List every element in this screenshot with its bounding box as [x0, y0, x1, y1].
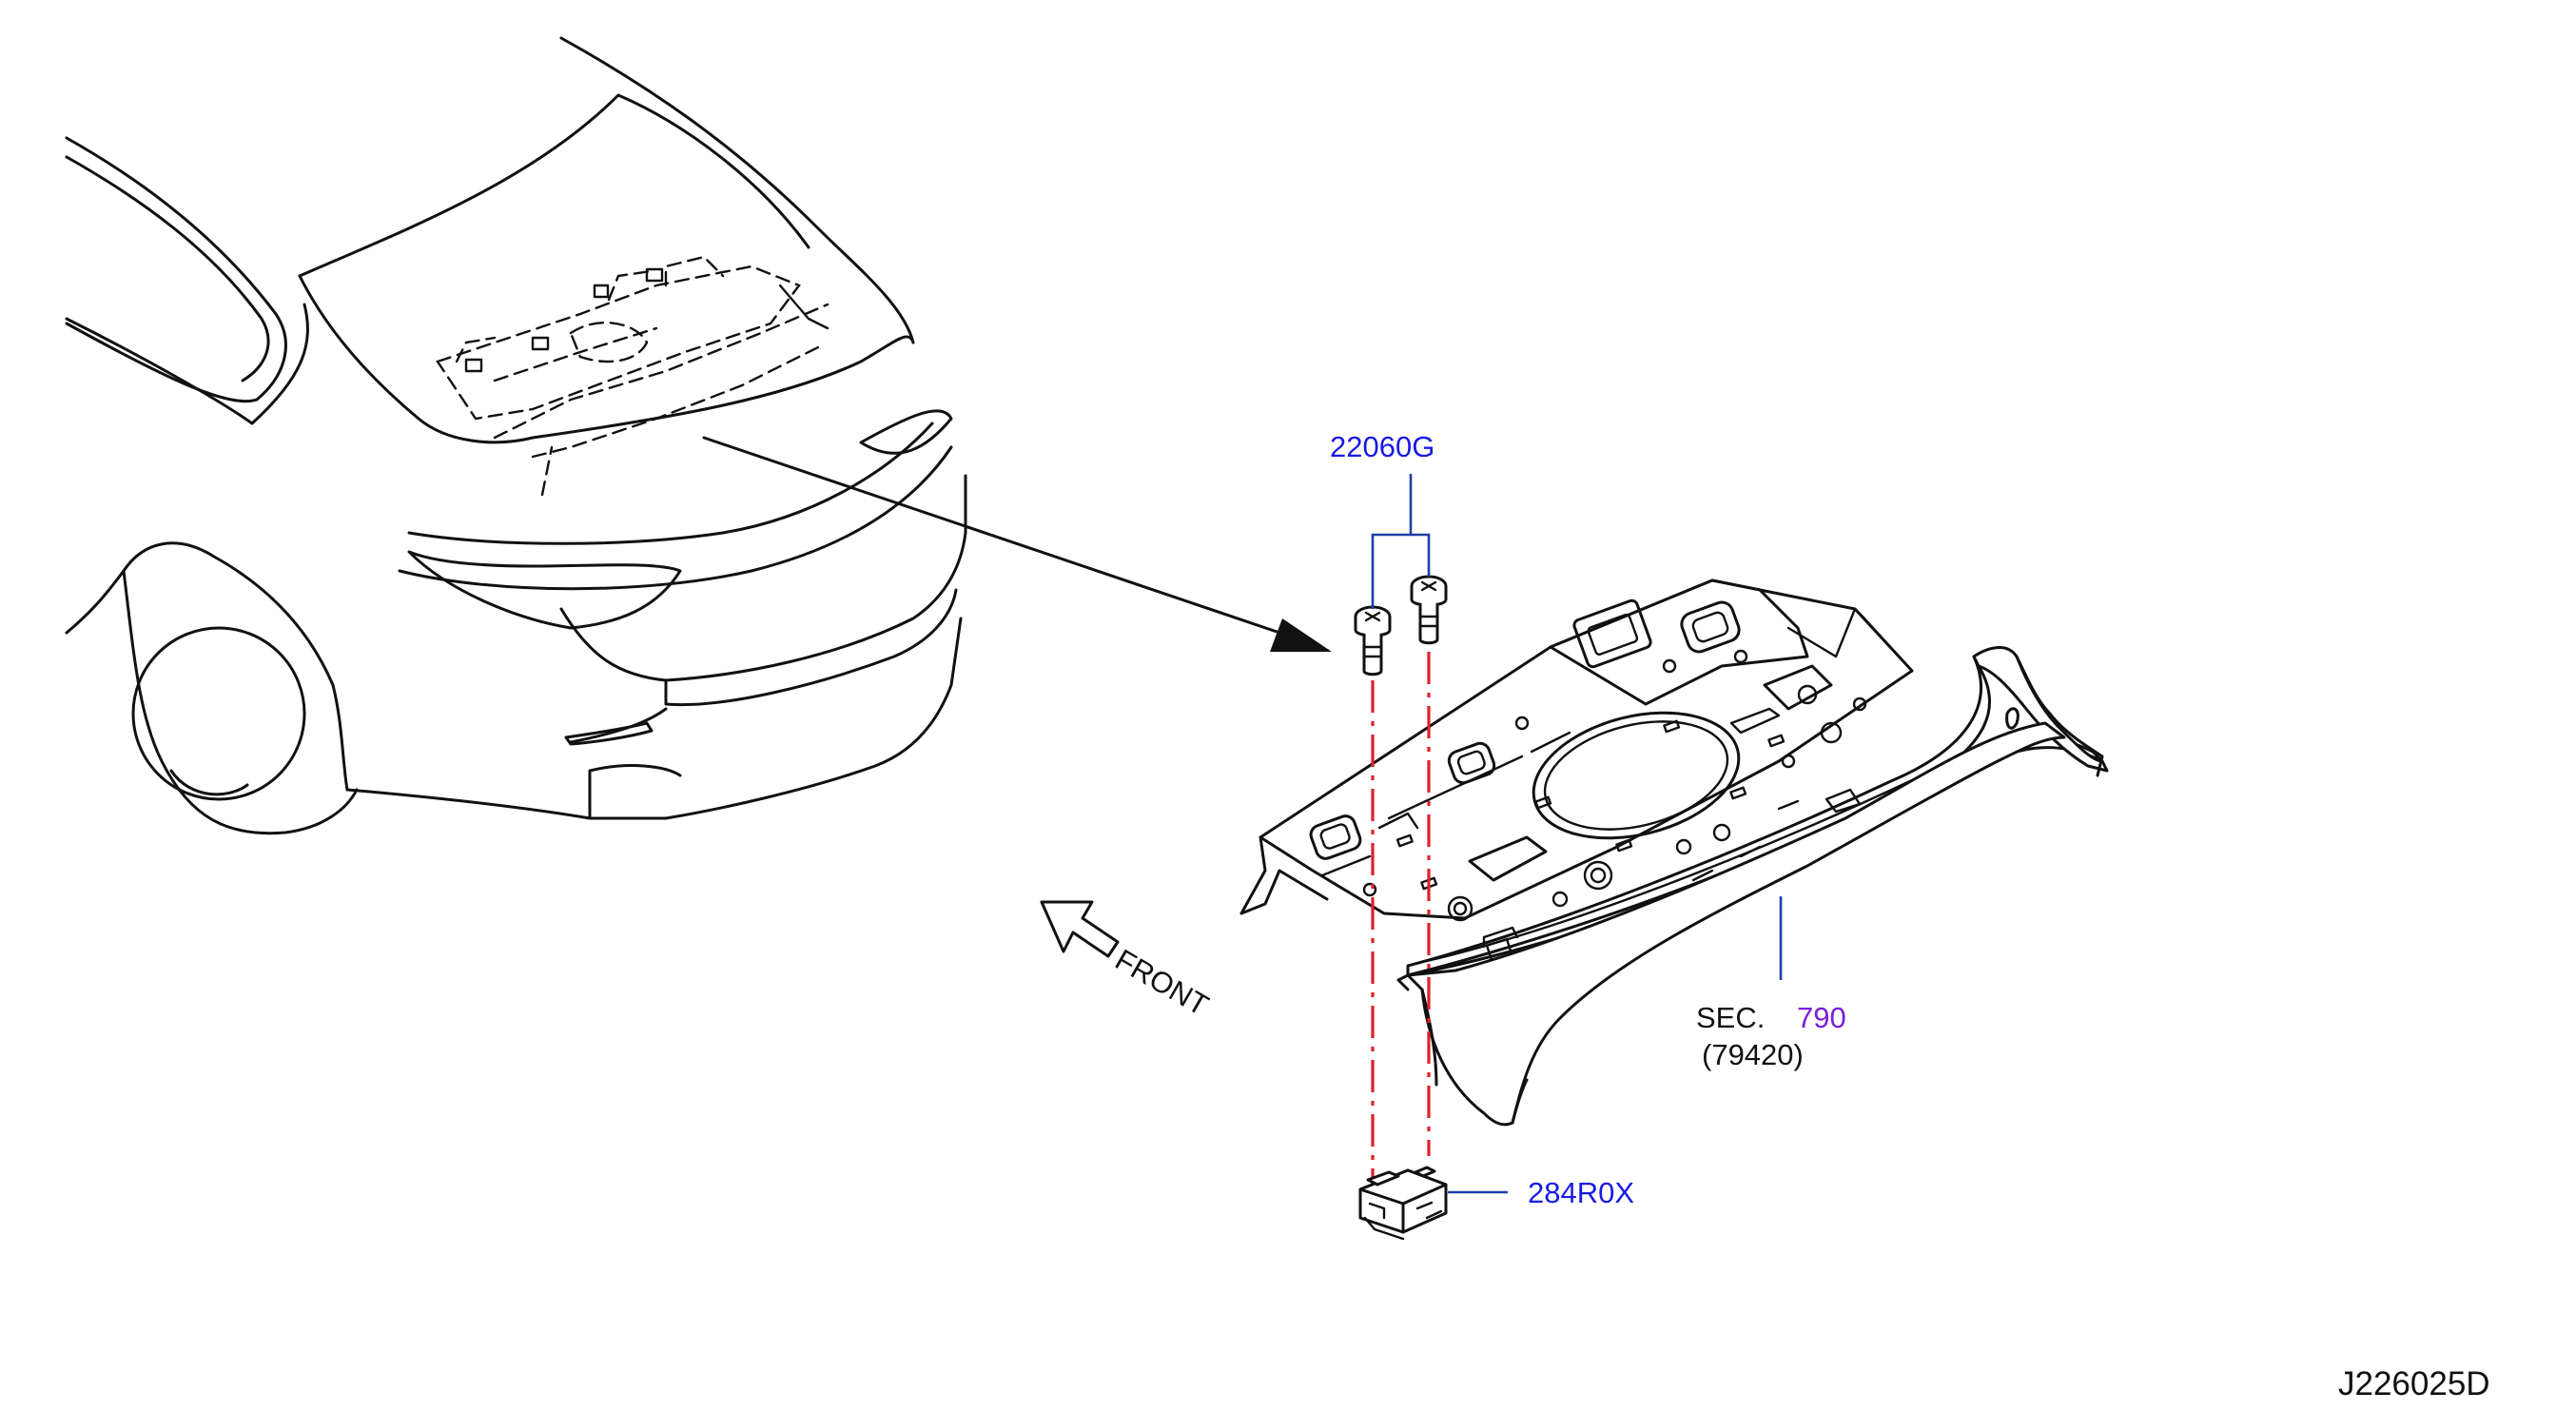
location-pointer-arrow: [702, 436, 1332, 652]
vehicle-rear-illustration: [65, 36, 967, 835]
front-arrow-icon: [1040, 900, 1120, 958]
part-labels: 22060G 284R0X SEC. 790 (79420) J226025D: [1330, 430, 2490, 1402]
front-direction-indicator: FRONT: [1040, 900, 1215, 1023]
part-code-sensor[interactable]: 284R0X: [1528, 1176, 1634, 1209]
section-prefix: SEC.: [1696, 1001, 1765, 1034]
rear-parcel-shelf-panel: [1239, 579, 2109, 1127]
bolt-left: [1354, 605, 1392, 677]
front-label: FRONT: [1110, 943, 1215, 1023]
part-code-bolt[interactable]: 22060G: [1330, 430, 1434, 463]
shelf-pocket-holes: [1309, 598, 1741, 860]
section-link[interactable]: 790: [1797, 1001, 1846, 1034]
diagram-id: J226025D: [2338, 1365, 2490, 1402]
bolt-right: [1410, 575, 1448, 645]
sensor-module: [1358, 1166, 1448, 1241]
bolt-fasteners: [1354, 575, 1448, 677]
leader-lines: [1371, 474, 1783, 1194]
bolt-center-lines: [1371, 652, 1431, 1185]
section-sub-code: (79420): [1702, 1038, 1804, 1071]
